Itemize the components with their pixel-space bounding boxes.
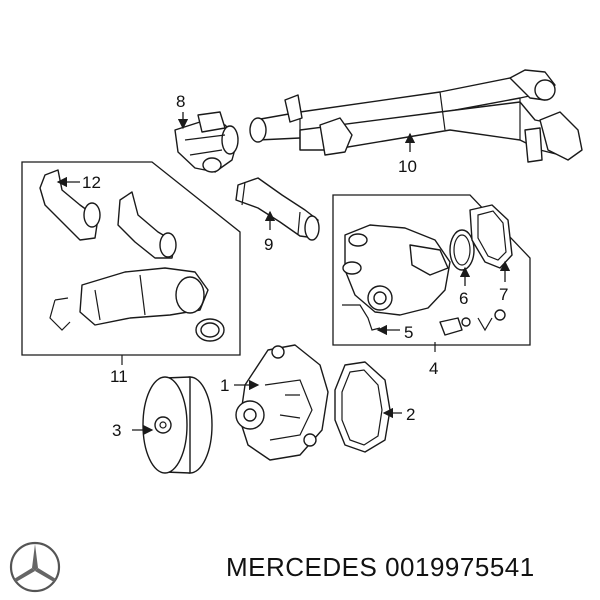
callout-8: 8 <box>176 92 185 111</box>
brand-part-number-label: MERCEDES 0019975541 <box>226 552 535 583</box>
brand-name: MERCEDES <box>226 552 378 582</box>
callout-9: 9 <box>264 235 273 254</box>
callout-4: 4 <box>429 359 438 378</box>
callout-3: 3 <box>112 421 121 440</box>
water-pump-part <box>235 344 329 461</box>
callout-2: 2 <box>406 405 415 424</box>
callout-6: 6 <box>459 289 468 308</box>
callout-7: 7 <box>499 285 508 304</box>
callout-11: 11 <box>110 367 128 386</box>
callout-5: 5 <box>404 323 413 342</box>
callout-1: 1 <box>220 376 229 395</box>
callout-10: 10 <box>398 157 417 176</box>
coolant-pipe-part <box>249 69 583 163</box>
callout-12: 12 <box>82 173 101 192</box>
pump-pulley-part <box>142 376 213 474</box>
mercedes-star-logo-icon <box>9 541 61 593</box>
part-number: 0019975541 <box>385 552 535 582</box>
assembly-box-11 <box>21 161 241 356</box>
pump-gasket-part <box>334 361 391 453</box>
assembly-box-4 <box>332 194 531 346</box>
coolant-hose-part <box>235 177 320 241</box>
thermostat-housing-part <box>174 111 239 173</box>
callout-arrows <box>56 112 511 436</box>
